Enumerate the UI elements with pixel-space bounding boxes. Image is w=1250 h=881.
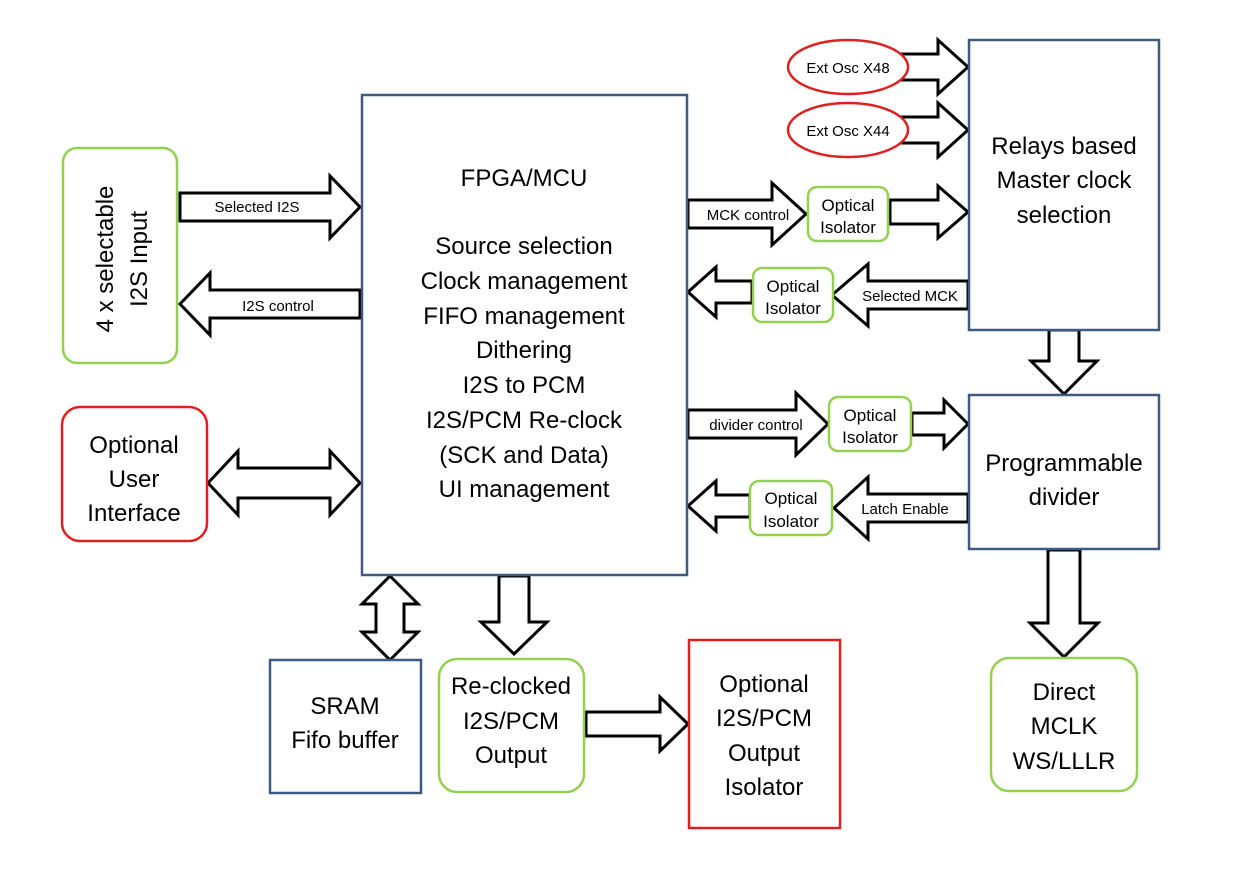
ui-line-1: Optional — [89, 432, 178, 459]
ui-line-3: Interface — [87, 500, 180, 527]
optical-isolator-1: Optical Isolator — [806, 185, 890, 243]
isolator-line-1: Optional — [719, 671, 808, 698]
ui-line-2: User — [109, 466, 160, 493]
i2s-input-line-1: 4 x selectable — [92, 186, 119, 333]
iso3-line-1: Optical — [844, 406, 897, 425]
reclocked-line-2: I2S/PCM — [463, 708, 559, 735]
fpga-function-4: Dithering — [476, 337, 572, 364]
iso3-line-2: Isolator — [842, 428, 898, 447]
direct-line-3: WS/LLLR — [1013, 748, 1116, 775]
sram-line-1: SRAM — [310, 693, 379, 720]
selected-mck-label: Selected MCK — [862, 288, 958, 305]
optical-isolator-3: Optical Isolator — [827, 395, 913, 453]
sram-bidirectional-arrow — [358, 573, 422, 663]
relays-line-1: Relays based — [991, 133, 1136, 160]
i2s-input-block: 4 x selectable I2S Input — [61, 146, 179, 365]
relays-block: Relays based Master clock selection — [967, 38, 1161, 332]
osc44-label: Ext Osc X44 — [806, 123, 889, 140]
relays-to-divider-arrow — [1027, 328, 1101, 397]
fpga-function-1: Source selection — [435, 233, 612, 260]
sram-block: SRAM Fifo buffer — [268, 658, 423, 795]
ui-bidirectional-arrow — [205, 447, 363, 519]
iso2-to-fpga-arrow — [685, 263, 754, 321]
isolator-right-arrow — [584, 693, 691, 755]
fpga-function-6: I2S/PCM Re-clock — [426, 407, 623, 434]
osc48-label: Ext Osc X48 — [806, 60, 889, 77]
divider-line-2: divider — [1029, 484, 1100, 511]
iso2-line-1: Optical — [767, 277, 820, 296]
iso4-line-2: Isolator — [763, 512, 819, 531]
osc48-to-relays-arrow — [894, 36, 971, 98]
selected-mck-arrow — [829, 260, 970, 330]
divider-control-label: divider control — [709, 417, 802, 434]
isolator-line-4: Isolator — [725, 774, 804, 801]
iso1-to-relays-arrow — [888, 182, 971, 242]
iso2-line-2: Isolator — [765, 299, 821, 318]
osc44-to-relays-arrow — [894, 99, 971, 161]
fpga-mcu-block: FPGA/MCU Source selection Clock manageme… — [360, 93, 689, 577]
divider-line-1: Programmable — [985, 450, 1142, 477]
divider-to-direct-arrow — [1026, 548, 1102, 660]
ext-osc-x44: Ext Osc X44 — [786, 101, 910, 159]
relays-line-3: selection — [1017, 202, 1112, 229]
optical-isolator-2: Optical Isolator — [751, 266, 835, 324]
user-interface-block: Optional User Interface — [60, 405, 209, 543]
fpga-function-3: FIFO management — [423, 303, 625, 330]
latch-enable-label: Latch Enable — [861, 501, 949, 518]
ext-osc-x48: Ext Osc X48 — [786, 38, 910, 96]
programmable-divider-block: Programmable divider — [967, 393, 1161, 551]
reclocked-line-3: Output — [475, 742, 547, 769]
direct-output-block: Direct MCLK WS/LLLR — [989, 656, 1139, 793]
optical-isolator-4: Optical Isolator — [748, 479, 834, 537]
fpga-function-7: (SCK and Data) — [439, 442, 608, 469]
latch-enable-arrow — [831, 473, 970, 543]
isolator-line-2: I2S/PCM — [716, 705, 812, 732]
selected-i2s-label: Selected I2S — [214, 199, 299, 216]
divider-control-arrow — [686, 389, 831, 459]
iso3-to-divider-arrow — [910, 396, 971, 452]
fpga-function-2: Clock management — [421, 268, 628, 295]
relays-line-2: Master clock — [997, 167, 1133, 194]
iso1-line-2: Isolator — [820, 218, 876, 237]
iso4-to-fpga-arrow — [685, 477, 752, 535]
isolator-line-3: Output — [728, 740, 800, 767]
direct-line-1: Direct — [1033, 679, 1096, 706]
output-isolator-block: Optional I2S/PCM Output Isolator — [687, 638, 842, 830]
fpga-function-5: I2S to PCM — [463, 372, 586, 399]
reclocked-line-1: Re-clocked — [451, 673, 571, 700]
mck-control-arrow — [686, 179, 809, 249]
fpga-title: FPGA/MCU — [461, 165, 588, 192]
i2s-input-line-2: I2S Input — [126, 211, 153, 307]
sram-line-2: Fifo buffer — [291, 727, 399, 754]
output-down-arrow — [477, 574, 551, 657]
i2s-control-arrow — [177, 269, 362, 339]
i2s-control-label: I2S control — [242, 298, 314, 315]
iso1-line-1: Optical — [822, 196, 875, 215]
selected-i2s-arrow — [178, 172, 363, 242]
mck-control-label: MCK control — [707, 207, 790, 224]
direct-line-2: MCLK — [1031, 713, 1098, 740]
iso4-line-1: Optical — [765, 489, 818, 508]
reclocked-output-block: Re-clocked I2S/PCM Output — [437, 657, 586, 794]
fpga-function-8: UI management — [439, 476, 610, 503]
